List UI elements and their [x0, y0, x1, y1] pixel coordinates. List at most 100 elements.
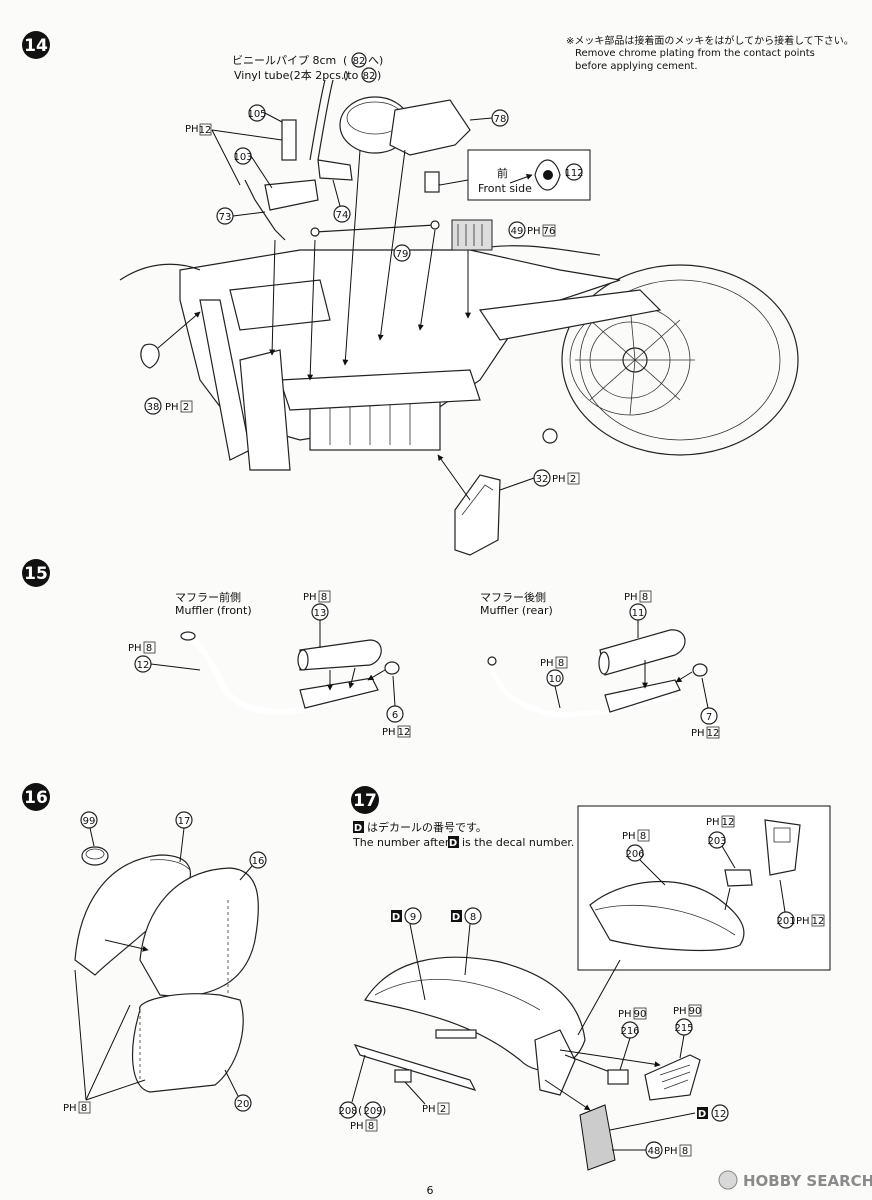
- step16-drawing: 99 17 16 20 PH 8: [63, 811, 267, 1114]
- step-15: 15: [22, 559, 50, 587]
- step-16: 16: [22, 783, 50, 811]
- runner-12-label: 12: [199, 125, 212, 136]
- runner-2b-label: 2: [570, 474, 576, 485]
- part-12-label: 12: [137, 660, 150, 671]
- runner-8f-label: 8: [640, 831, 646, 842]
- part-17-label: 17: [178, 816, 191, 827]
- part-105-shape: [281, 119, 297, 161]
- part-99-shape: [81, 846, 109, 866]
- chrome-note-en-1: Remove chrome plating from the contact p…: [575, 48, 815, 59]
- part-38-shape: [140, 343, 160, 369]
- part-16-shape: [139, 867, 259, 997]
- svg-text:PH: PH: [618, 1009, 632, 1020]
- svg-text:(: (: [343, 54, 347, 67]
- part-79-label: 79: [396, 249, 409, 260]
- decal-8-label: 8: [470, 912, 476, 923]
- chrome-note: ※メッキ部品は接着面のメッキをはがしてから接着して下さい。 Remove chr…: [566, 34, 854, 72]
- svg-text:PH: PH: [706, 817, 720, 828]
- step-17-number: 17: [353, 791, 377, 811]
- runner-8c-label: 8: [642, 592, 648, 603]
- decal-12-label: 12: [714, 1109, 727, 1120]
- part-78-label: 78: [494, 114, 507, 125]
- svg-text:PH: PH: [303, 592, 317, 603]
- svg-text:PH: PH: [128, 643, 142, 654]
- fender-shape: [364, 956, 586, 1071]
- part-32-label: 32: [536, 474, 549, 485]
- svg-text:PH: PH: [624, 592, 638, 603]
- step14-arrows: [269, 149, 436, 381]
- svg-text:PH: PH: [527, 226, 541, 237]
- svg-text:D: D: [392, 912, 400, 923]
- svg-text:PH: PH: [382, 727, 396, 738]
- svg-text:D: D: [452, 912, 460, 923]
- runner-12c-label: 12: [707, 728, 720, 739]
- step17-fender: D 9 D 8 PH 90 216 PH 90 215 D 12 208 ( 2…: [338, 907, 729, 1171]
- part-215-shape: [644, 1054, 701, 1101]
- part-216-shape: [607, 1069, 629, 1085]
- svg-text:D: D: [449, 838, 457, 849]
- vinyl-tube-jp: ビニールパイプ 8cm: [232, 54, 336, 67]
- part-20-shape: [132, 993, 244, 1093]
- part-32-shape: [454, 474, 501, 556]
- svg-text:PH: PH: [552, 474, 566, 485]
- part-badge: [351, 52, 367, 68]
- step-14: 14: [22, 31, 50, 59]
- runner-12d-label: 12: [722, 817, 735, 828]
- svg-text:PH: PH: [540, 658, 554, 669]
- part-74-label: 74: [336, 210, 349, 221]
- runner-2c-label: 2: [440, 1104, 446, 1115]
- part-10-label: 10: [549, 674, 562, 685]
- step-16-number: 16: [24, 788, 48, 808]
- watermark: HOBBY SEARCH: [743, 1172, 872, 1190]
- seat-inset: PH 8 206 PH 12 203 201 PH 12: [577, 805, 831, 971]
- part-99-label: 99: [83, 816, 96, 827]
- part-38: 38 PH 2: [140, 311, 201, 415]
- part-7-shape: [692, 663, 708, 677]
- part-216-label: 216: [620, 1026, 639, 1037]
- part-7-label: 7: [706, 712, 712, 723]
- vinyl-tube-en: Vinyl tube(2本 2pcs.): [234, 68, 349, 82]
- part-49-label: 49: [511, 226, 524, 237]
- part-49-regulator: 49 PH 76: [451, 219, 556, 319]
- part-208-label: 208: [338, 1106, 357, 1117]
- part-79-rod: 79: [310, 220, 440, 262]
- part-206-label: 206: [625, 849, 644, 860]
- part-105-label: 105: [247, 109, 266, 120]
- step-15-number: 15: [24, 564, 48, 584]
- part-13-shape: [299, 639, 382, 671]
- svg-text:PH: PH: [673, 1006, 687, 1017]
- decal-note-jp: はデカールの番号です。: [367, 820, 487, 834]
- decal-note: D はデカールの番号です。 The number after D is the …: [352, 820, 574, 849]
- front-side-en: Front side: [478, 182, 532, 195]
- chrome-note-jp: ※メッキ部品は接着面のメッキをはがしてから接着して下さい。: [566, 34, 854, 47]
- part-203-label: 203: [707, 836, 726, 847]
- runner-8-label: 8: [321, 592, 327, 603]
- part-203-shape: [724, 869, 753, 887]
- svg-text:PH: PH: [422, 1104, 436, 1115]
- svg-text:D: D: [698, 1109, 706, 1120]
- runner-12b-label: 12: [398, 727, 411, 738]
- svg-text:): ): [377, 69, 381, 82]
- step14-left-parts: 105 PH 12 103 73 74: [185, 79, 353, 241]
- ph-label: PH: [185, 124, 199, 135]
- runner-76-label: 76: [543, 226, 556, 237]
- part-112-label: 112: [564, 168, 583, 179]
- svg-text:): ): [382, 1104, 386, 1117]
- muffler-rear-jp: マフラー後側: [480, 590, 546, 604]
- part-78-air-cleaner: 78: [339, 96, 509, 156]
- muffler-front: マフラー前側 Muffler (front) PH 8 13 PH 8 12 6…: [128, 590, 411, 738]
- part-74-shape: [317, 159, 353, 181]
- svg-text:PH: PH: [664, 1146, 678, 1157]
- part-208-shape: [353, 1044, 477, 1091]
- muffler-rear: マフラー後側 Muffler (rear) PH 8 11 PH 8 10 7 …: [480, 590, 720, 739]
- muffler-front-jp: マフラー前側: [175, 590, 241, 604]
- svg-text:へ): へ): [368, 54, 383, 67]
- svg-text:PH: PH: [350, 1121, 364, 1132]
- part-103-label: 103: [233, 152, 252, 163]
- footer: 6 HOBBY SEARCH: [427, 1170, 872, 1197]
- svg-text:PH: PH: [691, 728, 705, 739]
- svg-text:82: 82: [363, 71, 376, 82]
- motorcycle-frame-drawing: [119, 245, 799, 471]
- part-201-label: 201: [776, 916, 795, 927]
